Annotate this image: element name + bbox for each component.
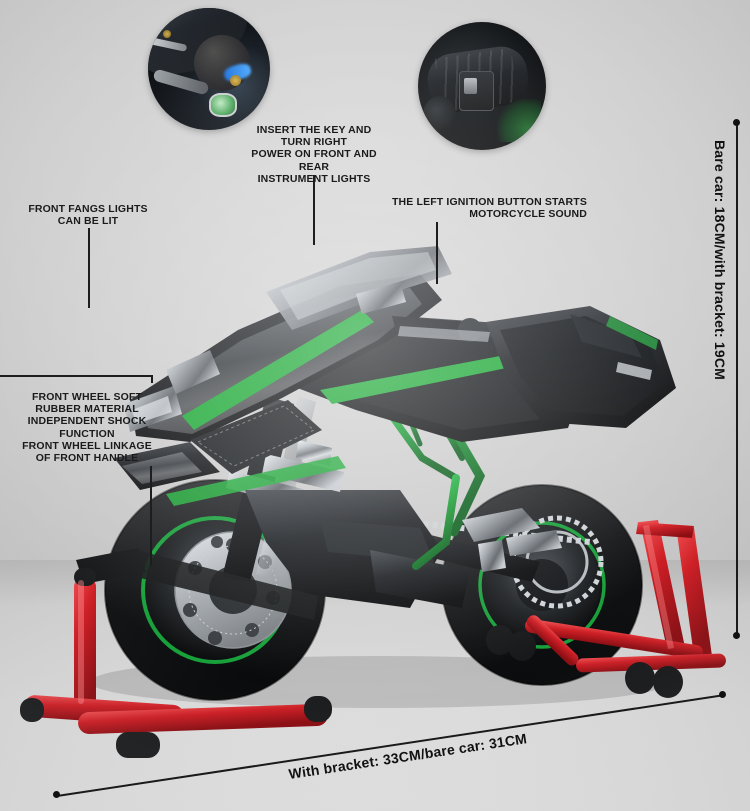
annotation-front-wheel: FRONT WHEEL SOFT RUBBER MATERIAL INDEPEN…: [22, 391, 152, 465]
engine-case: [370, 550, 470, 608]
leader-line-front-wheel-tick: [151, 375, 153, 383]
air-intake-grille: [190, 400, 322, 474]
green-accent-stripe-nose: [182, 310, 374, 430]
green-accent-lower: [166, 456, 346, 506]
leader-line-front-wheel-down: [150, 466, 152, 566]
inset-green-key-fob: [209, 93, 238, 117]
ninja-badge: [616, 362, 652, 380]
inset-gold-screw: [162, 29, 172, 39]
kawasaki-wordmark: [398, 326, 490, 342]
inset-ignition-key-closeup: [148, 8, 270, 130]
dimension-dot-height-bottom: [733, 632, 740, 639]
right-mirror: [356, 282, 406, 314]
rear-paddock-stand: [486, 520, 726, 698]
dimension-label-height: Bare car: 18CM/with bracket: 19CM: [712, 140, 728, 381]
inset-bar-end: [423, 96, 457, 135]
dimension-dot-width-left: [53, 791, 60, 798]
front-display-stand: [20, 548, 332, 758]
rearsets: [462, 508, 562, 572]
dimension-dot-height-top: [733, 119, 740, 126]
inset-green-accent: [497, 98, 541, 143]
inset-start-button: [464, 78, 477, 94]
leader-line-front-wheel: [0, 375, 152, 377]
annotation-insert-key: INSERT THE KEY AND TURN RIGHT POWER ON F…: [251, 124, 377, 185]
seat: [570, 314, 642, 358]
inset-left-handlebar-closeup: [418, 22, 546, 150]
dimension-dot-width-right: [719, 691, 726, 698]
windscreen: [266, 246, 452, 330]
leader-line-ignition-button: [436, 222, 438, 284]
green-accent-stripe-mid: [320, 356, 516, 404]
dimension-line-height: [736, 123, 738, 636]
inset-gold-emblem: [229, 75, 241, 87]
leader-line-fangs: [88, 228, 90, 308]
annotation-front-fangs: FRONT FANGS LIGHTS CAN BE LIT: [28, 203, 148, 228]
annotation-ignition-button: THE LEFT IGNITION BUTTON STARTS MOTORCYC…: [391, 196, 587, 221]
left-mirror: [166, 350, 220, 394]
leader-line-key: [313, 175, 315, 245]
